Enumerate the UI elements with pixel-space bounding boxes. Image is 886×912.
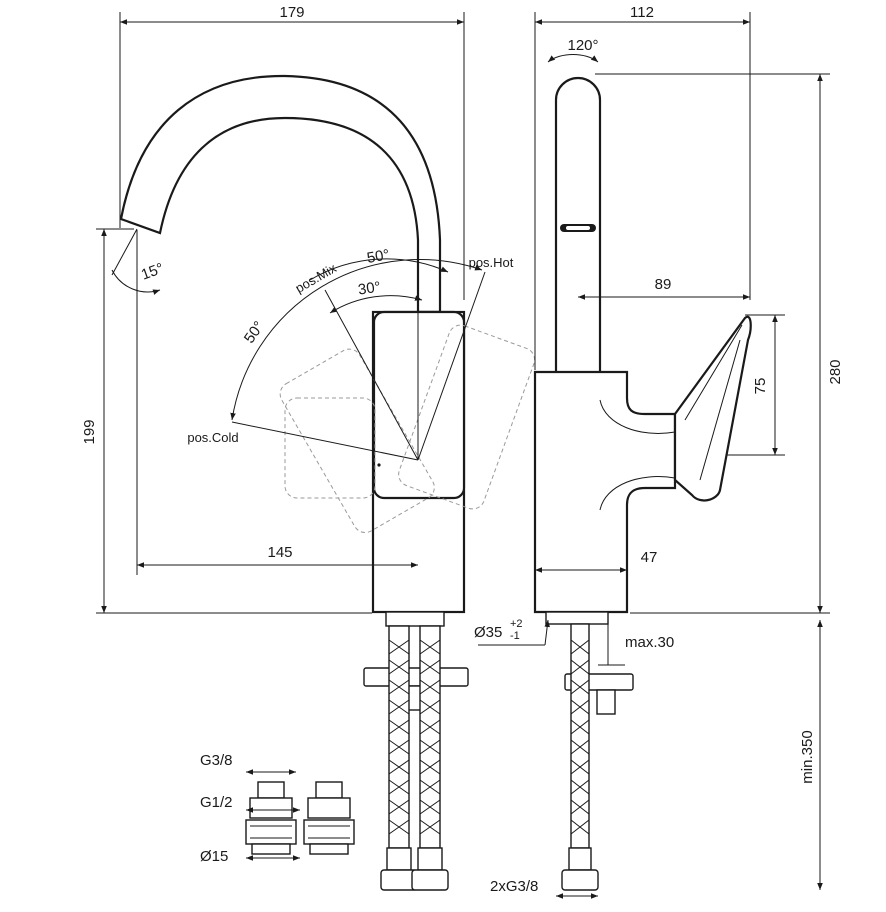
- dim-side-height: 280: [827, 359, 844, 384]
- dim-base-tol-lower: -1: [510, 630, 520, 642]
- dim-angle-outer-left: 50°: [241, 318, 268, 346]
- dim-body-depth: 47: [641, 549, 658, 566]
- spout: [119, 74, 442, 314]
- label-pos-cold: pos.Cold: [187, 430, 238, 445]
- side-body: [533, 370, 677, 614]
- front-view: [96, 12, 536, 891]
- dim-spout-tilt: 15°: [139, 260, 166, 284]
- front-hoses: [380, 625, 449, 891]
- dim-connector-thread: 2xG3/8: [490, 878, 538, 895]
- label-fitting-d15: Ø15: [200, 848, 228, 865]
- side-lever: [673, 315, 752, 502]
- dim-angle-outer-right: 50°: [366, 246, 391, 267]
- dim-angle-inner: 30°: [357, 279, 382, 299]
- fittings: [245, 769, 355, 861]
- dim-rotation: 120°: [567, 37, 598, 54]
- dim-front-width: 179: [279, 4, 304, 21]
- dim-lever-height: 75: [752, 378, 769, 395]
- dim-base-tol-upper: +2: [510, 618, 523, 630]
- dim-front-height: 199: [81, 419, 98, 444]
- dim-max-thickness: max.30: [625, 634, 674, 651]
- dim-hose-length: min.350: [799, 730, 816, 783]
- side-view: [478, 12, 830, 899]
- dim-base-diameter: Ø35: [474, 624, 502, 641]
- label-fitting-g38: G3/8: [200, 752, 233, 769]
- label-fitting-g12: G1/2: [200, 794, 233, 811]
- dim-spout-reach: 145: [267, 544, 292, 561]
- label-pos-hot: pos.Hot: [469, 255, 514, 270]
- dim-lever-reach: 89: [655, 276, 672, 293]
- dim-side-width: 112: [630, 4, 654, 21]
